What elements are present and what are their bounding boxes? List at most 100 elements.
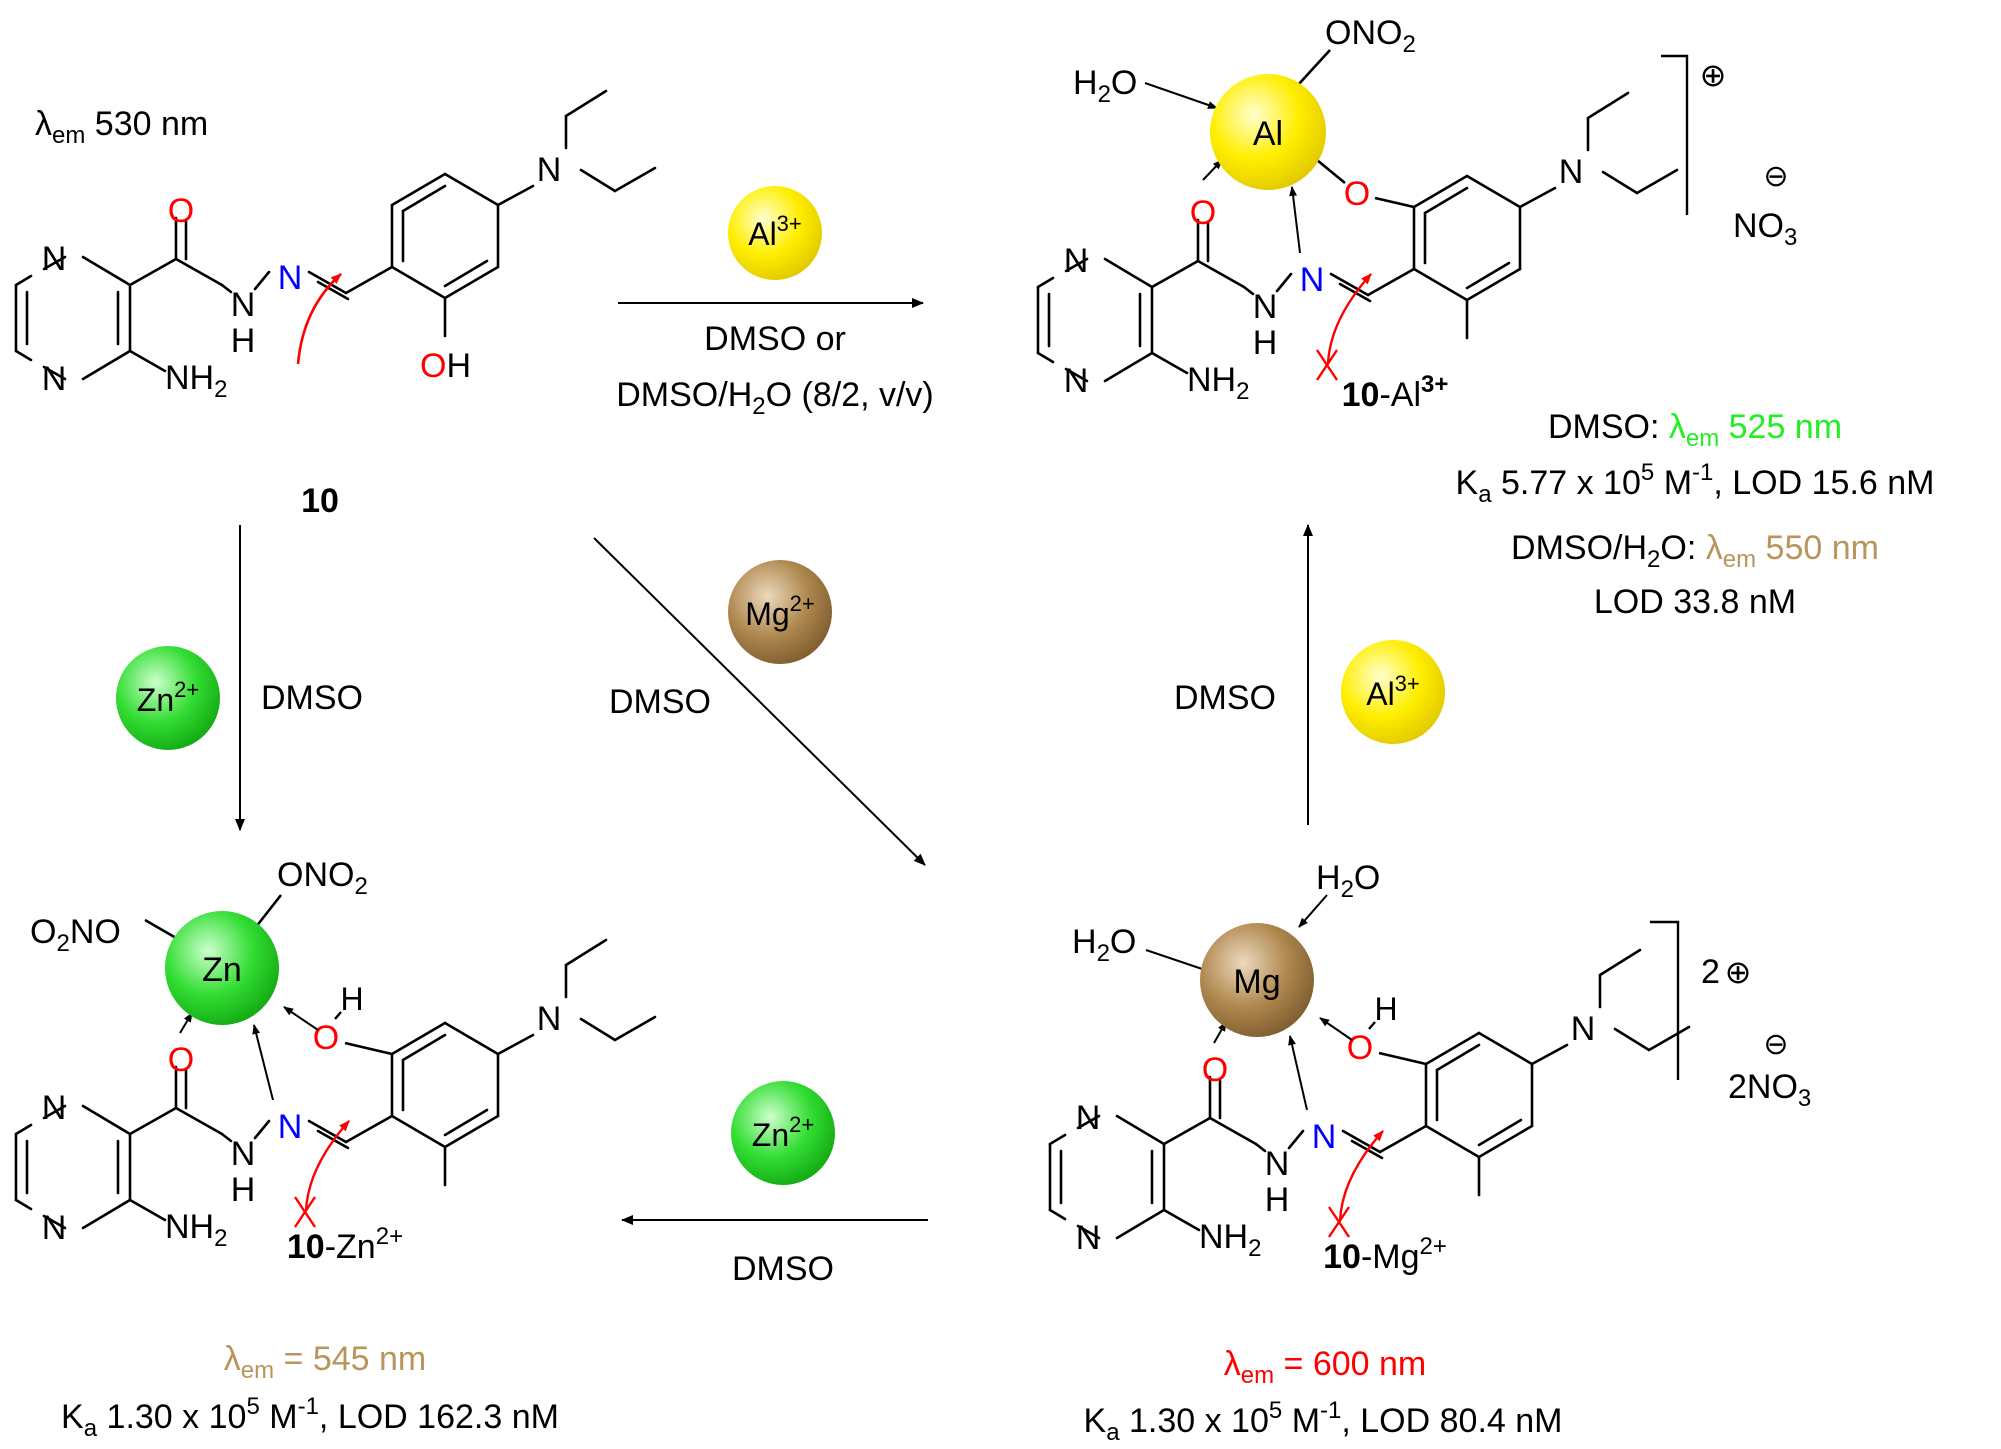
pyrazine-n2: N <box>42 360 67 398</box>
al-complex: N N NH2 O N H N N O Al H2O ONO2 ⊕ ⊖ NO3 … <box>1036 14 1935 621</box>
imine-nitrogen: N <box>278 1108 303 1146</box>
nitrate-ligand: ONO2 <box>1325 14 1416 58</box>
al-ion-ball <box>1341 640 1445 744</box>
zn-metal-label: Zn <box>202 951 242 989</box>
solvent-label: DMSO <box>1174 679 1276 717</box>
amide-hydrogen: H <box>231 1171 256 1209</box>
zn-ion-label: Zn2+ <box>752 1112 814 1153</box>
al-water-emission: DMSO/H2O: λem 550 nm <box>1511 529 1879 573</box>
nitrate-ligand-2: O2NO <box>30 913 121 957</box>
arrow-mg-to-al: Al3+ DMSO <box>1174 524 1445 825</box>
al-complex-label: 10-Al3+ <box>1342 371 1449 414</box>
diethylamino-nitrogen: N <box>537 1000 562 1038</box>
complex-bracket <box>1650 920 1680 1080</box>
mg-ion-label: Mg2+ <box>745 591 815 632</box>
coord-bond-imine <box>1289 186 1301 254</box>
imine-nitrogen: N <box>1300 261 1325 299</box>
zn-binding: Ka 1.30 x 105 M-1, LOD 162.3 nM <box>61 1393 559 1442</box>
counter-ion-charge: ⊖ <box>1763 160 1788 193</box>
phenol-bond <box>344 1041 393 1056</box>
amino-group: NH2 <box>165 1208 227 1252</box>
al-ion-ball <box>728 186 822 280</box>
coord-bond-carbonyl <box>179 1012 193 1034</box>
zn-complex: N N NH2 O N H N N O H Zn ONO2 O2NO 10-Zn… <box>14 856 657 1442</box>
counter-ion: NO3 <box>1733 207 1797 251</box>
blocked-mark <box>294 1196 316 1228</box>
mg-emission: λem = 600 nm <box>1224 1345 1427 1389</box>
diethylamino-nitrogen: N <box>537 151 562 189</box>
al-dmso-binding: Ka 5.77 x 105 M-1, LOD 15.6 nM <box>1456 459 1935 508</box>
amide-nitrogen: N <box>231 1135 256 1173</box>
blocked-mark <box>1328 1206 1350 1238</box>
imine-nitrogen: N <box>1312 1118 1337 1156</box>
complex-bracket <box>1661 54 1689 215</box>
carbonyl-oxygen: O <box>1202 1051 1228 1089</box>
amide-nitrogen: N <box>1265 1145 1290 1183</box>
mg-ion-ball <box>728 560 832 664</box>
pyrazine-n2: N <box>1064 362 1089 400</box>
complex-charge: ⊕ <box>1725 954 1752 990</box>
hydroxyl-oxygen: O <box>313 1019 339 1057</box>
amide-nitrogen: N <box>1253 288 1278 326</box>
mg-metal-label: Mg <box>1233 963 1280 1001</box>
zn-metal-ball <box>165 911 279 1025</box>
pyrazine-n1: N <box>1076 1099 1101 1137</box>
counter-ion: 2NO3 <box>1728 1068 1811 1112</box>
rotation-arrow <box>1326 273 1372 365</box>
water-ligand: H2O <box>1073 64 1137 108</box>
pyrazine-n1: N <box>42 240 67 278</box>
coord-bond-imine <box>1288 1035 1308 1111</box>
coord-bond-carbonyl <box>1202 159 1223 181</box>
oh-bond <box>1368 1021 1376 1030</box>
pyrazine-n2: N <box>1076 1219 1101 1257</box>
zn-complex-structure: N N NH2 O N H N N O H <box>14 938 657 1252</box>
arrow-mg-to-zn: Zn2+ DMSO <box>621 1081 928 1288</box>
pyrazine-n1: N <box>42 1089 67 1127</box>
rotation-arrow <box>304 1120 350 1212</box>
pyrazine-n2: N <box>42 1209 67 1247</box>
mg-complex-label: 10-Mg2+ <box>1323 1233 1447 1276</box>
rotation-arrow <box>1338 1130 1384 1222</box>
amide-nitrogen: N <box>231 286 256 324</box>
phenoxide-oxygen: O <box>1344 175 1370 213</box>
zn-complex-label: 10-Zn2+ <box>287 1223 403 1266</box>
reaction-arrow <box>593 537 926 866</box>
mg-metal-ball <box>1200 923 1314 1037</box>
solvent-line-2: DMSO/H2O (8/2, v/v) <box>616 376 934 420</box>
solvent-label: DMSO <box>261 679 363 717</box>
coord-bond-water <box>1144 82 1218 109</box>
coord-bond-nitrate <box>1297 49 1331 86</box>
al-metal-ball <box>1210 74 1326 190</box>
rotation-arrow <box>296 273 342 365</box>
carbonyl-oxygen: O <box>1190 194 1216 232</box>
water-ligand-1: H2O <box>1072 923 1136 967</box>
coord-bond-imine <box>252 1024 274 1101</box>
oh-bond <box>334 1011 342 1020</box>
pyrazine-n1: N <box>1064 242 1089 280</box>
compound-10: λem 530 nm N N NH2 O N H N N OH 10 <box>14 89 657 520</box>
phenol-bond <box>1378 1051 1427 1066</box>
zn-ion-ball <box>116 646 220 750</box>
al-ion-label: Al3+ <box>1366 671 1420 712</box>
amide-hydrogen: H <box>1253 324 1278 362</box>
coord-bond-phenoxide <box>1316 158 1346 185</box>
coord-bond-hydroxyl <box>1319 1017 1353 1041</box>
zn-ion-label: Zn2+ <box>137 677 199 718</box>
solvent-label: DMSO <box>609 683 711 721</box>
amino-group: NH2 <box>1187 361 1249 405</box>
arrow-10-to-zn: Zn2+ DMSO <box>116 525 363 831</box>
hydroxyl-hydrogen: H <box>340 981 363 1017</box>
diethylamino-nitrogen: N <box>1571 1010 1596 1048</box>
zn-emission: λem = 545 nm <box>224 1340 427 1384</box>
amino-group: NH2 <box>165 359 227 403</box>
zn-ion-ball <box>731 1081 835 1185</box>
amide-hydrogen: H <box>1265 1181 1290 1219</box>
imine-nitrogen: N <box>278 259 303 297</box>
water-ligand-2: H2O <box>1316 859 1380 903</box>
arrow-10-to-al: Al3+ DMSO or DMSO/H2O (8/2, v/v) <box>616 186 934 420</box>
compound-10-lambda: λem 530 nm <box>35 105 208 149</box>
mg-complex: N N NH2 O N H N N O H Mg H2O H2O 2 ⊕ ⊖ 2… <box>1048 859 1811 1446</box>
al-ion-label: Al3+ <box>748 211 802 252</box>
carbonyl-oxygen: O <box>168 192 194 230</box>
